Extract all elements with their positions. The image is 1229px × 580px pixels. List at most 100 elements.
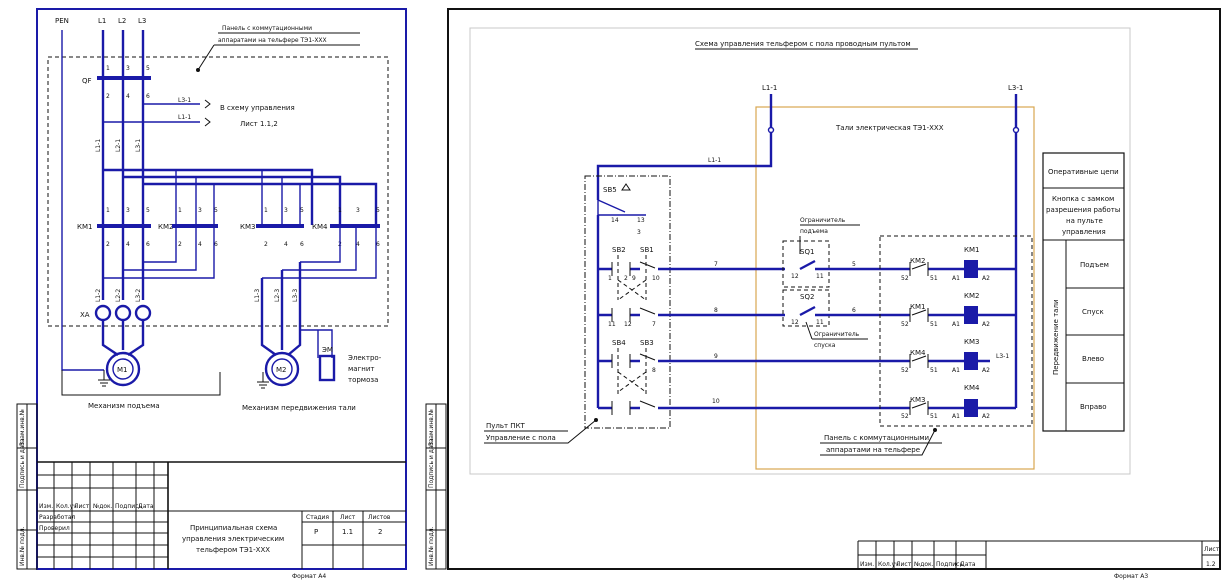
- svg-text:1: 1: [106, 207, 110, 214]
- left-format: Формат А4: [292, 573, 326, 580]
- svg-text:51: 51: [930, 321, 938, 328]
- wire-9: 9: [714, 353, 718, 360]
- rtb-head-4: Подпись: [936, 561, 963, 568]
- coil-panel: [879, 235, 1033, 427]
- lim-lift-1: Ограничитель: [800, 217, 846, 224]
- lim-lower-2: спуска: [814, 342, 836, 349]
- op-lower: Спуск: [1082, 308, 1104, 316]
- table-sub-4: управления: [1062, 228, 1106, 236]
- rung-1-coil: [895, 260, 1016, 278]
- sb2-label: SB2: [612, 246, 626, 254]
- bus3-l2: L2-3: [274, 289, 281, 302]
- bus-l1: L1-1: [95, 139, 102, 152]
- svg-text:1: 1: [178, 207, 182, 214]
- right-stamp-1: Взам.инв.№: [428, 409, 435, 446]
- svg-text:5: 5: [300, 207, 304, 214]
- left-stamp-3: Инв.№ подл.: [19, 526, 26, 566]
- km4-contacts: [330, 224, 380, 228]
- pendant-label-2: Управление с пола: [486, 434, 556, 442]
- wire-l11: L1-1: [708, 157, 721, 164]
- sq1-box: [782, 240, 830, 288]
- trolley-box: [755, 106, 1035, 470]
- panel-title-1: Панель с коммутационными: [222, 25, 312, 32]
- rtb-head-2: Лист: [896, 561, 912, 568]
- table-sub-2: разрешения работы: [1046, 206, 1120, 214]
- coil-km3-label: КМ3: [964, 338, 979, 346]
- right-title-block: Изм. Кол.уч Лист №док. Подпись Дата Лист…: [857, 540, 1220, 569]
- rtb-sheet-h: Лист: [1204, 546, 1220, 553]
- rung-3-coil: [895, 352, 990, 370]
- km1-contacts: [97, 224, 151, 228]
- tb-stage-h: Стадия: [306, 514, 329, 521]
- svg-text:2: 2: [106, 241, 110, 248]
- sb1-label: SB1: [640, 246, 654, 254]
- sb5-n13: 13: [637, 217, 645, 224]
- bus2-l2: L2-2: [115, 289, 122, 302]
- tb-name-3: тельфером ТЭ1-ХХХ: [196, 546, 270, 554]
- sq2-label: SQ2: [800, 293, 814, 301]
- svg-text:4: 4: [198, 241, 202, 248]
- l31-label: L3-1: [1008, 84, 1023, 92]
- ct-11: 11: [608, 321, 616, 328]
- right-format: Формат А3: [1114, 573, 1148, 580]
- l31b-label: L3-1: [996, 353, 1009, 360]
- m2-motor: [264, 351, 300, 387]
- tb-checked: Проверил: [39, 525, 70, 532]
- ilk-km2: КМ2: [910, 257, 925, 265]
- table-side-label: Передвижение тали: [1052, 300, 1060, 376]
- bus3-l3: L3-3: [292, 289, 299, 302]
- tb-head-5: Дата: [138, 503, 154, 510]
- ct-12: 12: [624, 321, 632, 328]
- ops-table: Оперативные цепи Кнопка с замком разреше…: [1042, 152, 1125, 432]
- svg-text:5: 5: [146, 65, 150, 72]
- coil-km1-label: КМ1: [964, 246, 979, 254]
- svg-text:3: 3: [284, 207, 288, 214]
- ct-9: 9: [632, 275, 636, 282]
- svg-text:1: 1: [106, 65, 110, 72]
- ct-7: 7: [652, 321, 656, 328]
- qf-label: QF: [82, 77, 92, 85]
- xa-label: ХА: [80, 311, 90, 319]
- right-title: Схема управления тельфером с пола провод…: [695, 40, 911, 48]
- sb3-label: SB3: [640, 339, 654, 347]
- svg-text:5: 5: [376, 207, 380, 214]
- term-a1: А1: [952, 275, 960, 282]
- ym-label: ЭМ: [322, 346, 333, 354]
- coil-km4-label: КМ4: [964, 384, 980, 392]
- bus3-l1: L1-3: [254, 289, 261, 302]
- phase-l1-label: L1: [98, 17, 106, 25]
- left-title-block: Изм. Кол.уч Лист №док. Подпись Дата Разр…: [37, 461, 406, 569]
- rtb-head-5: Дата: [960, 561, 976, 568]
- table-head: Оперативные цепи: [1048, 168, 1119, 176]
- ilk-km1: КМ1: [910, 303, 925, 311]
- caption-trolley: Механизм передвижения тали: [242, 404, 356, 412]
- tb-sheets: 2: [378, 528, 382, 536]
- rtb-head-1: Кол.уч: [878, 561, 899, 568]
- svg-text:А2: А2: [982, 321, 990, 328]
- bus-l2: L2-1: [115, 139, 122, 152]
- svg-text:А1: А1: [952, 321, 960, 328]
- ilk-km4: КМ4: [910, 349, 926, 357]
- drawing-area: [469, 27, 1131, 475]
- svg-text:2: 2: [178, 241, 182, 248]
- brake-magnet: [318, 354, 336, 382]
- tb-head-1: Кол.уч: [56, 503, 77, 510]
- ym-text-2: магнит: [348, 365, 374, 373]
- phase-l3-label: L3: [138, 17, 146, 25]
- svg-text:6: 6: [214, 241, 218, 248]
- wire-5: 5: [852, 261, 856, 268]
- caption-lift: Механизм подъема: [88, 402, 160, 410]
- term-a2: А2: [982, 275, 990, 282]
- svg-text:51: 51: [930, 413, 938, 420]
- table-sub-3: на пульте: [1066, 217, 1103, 225]
- svg-text:6: 6: [146, 241, 150, 248]
- km1-label: КМ1: [77, 223, 92, 231]
- right-frame: [447, 8, 1221, 570]
- pendant-box: [584, 175, 671, 429]
- tb-name-1: Принципиальная схема: [190, 524, 277, 532]
- svg-text:11: 11: [816, 273, 824, 280]
- left-sheet: Взам.инв.№ Подпись и дата Инв.№ подл. PE…: [16, 8, 407, 580]
- tb-head-4: Подпись: [115, 503, 142, 510]
- sb4-label: SB4: [612, 339, 626, 347]
